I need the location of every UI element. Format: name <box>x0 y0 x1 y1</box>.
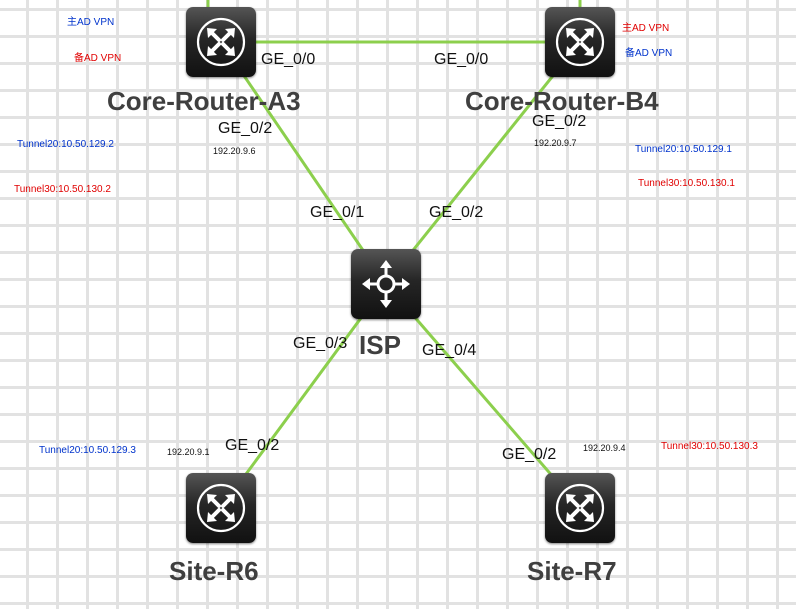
link-isp-r6 <box>219 283 388 509</box>
link-b4-isp <box>384 41 582 285</box>
note-a3-backup-vpn: 备AD VPN <box>74 53 122 64</box>
core-router-b4-label: Core-Router-B4 <box>465 86 659 116</box>
port-label-b4-ge00: GE_0/0 <box>434 51 489 68</box>
link-a3-isp <box>219 41 388 285</box>
site-r7[interactable] <box>545 473 615 543</box>
site-r6-label: Site-R6 <box>169 556 259 586</box>
router-icon <box>196 17 246 67</box>
port-label-r7-ge02: GE_0/2 <box>502 446 557 463</box>
router-icon <box>555 17 605 67</box>
ip-label-r7: 192.20.9.4 <box>583 443 626 453</box>
port-label-isp-ge01: GE_0/1 <box>310 204 365 221</box>
ip-label-b4: 192.20.9.7 <box>534 138 577 148</box>
switch-icon <box>362 260 410 308</box>
router-icon <box>555 483 605 533</box>
note-r6-tunnel20: Tunnel20:10.50.129.3 <box>39 445 136 456</box>
note-b4-backup-vpn: 备AD VPN <box>625 48 673 59</box>
site-r6[interactable] <box>186 473 256 543</box>
note-a3-tunnel20: Tunnel20:10.50.129.2 <box>17 139 114 150</box>
link-isp-r7 <box>384 283 582 509</box>
router-icon <box>196 483 246 533</box>
isp-switch[interactable] <box>351 249 421 319</box>
ip-label-r6: 192.20.9.1 <box>167 447 210 457</box>
site-r7-label: Site-R7 <box>527 556 617 586</box>
port-label-a3-ge00: GE_0/0 <box>261 51 316 68</box>
ip-label-a3: 192.20.9.6 <box>213 146 256 156</box>
port-label-isp-ge04: GE_0/4 <box>422 342 477 359</box>
note-a3-primary-vpn: 主AD VPN <box>67 17 115 28</box>
core-router-a3-label: Core-Router-A3 <box>107 86 301 116</box>
note-b4-primary-vpn: 主AD VPN <box>622 23 670 34</box>
port-label-r6-ge02: GE_0/2 <box>225 437 280 454</box>
note-r7-tunnel30: Tunnel30:10.50.130.3 <box>661 441 758 452</box>
isp-label: ISP <box>359 330 401 360</box>
core-router-b4[interactable] <box>545 7 615 77</box>
note-b4-tunnel30: Tunnel30:10.50.130.1 <box>638 178 735 189</box>
port-label-a3-ge02: GE_0/2 <box>218 120 273 137</box>
note-b4-tunnel20: Tunnel20:10.50.129.1 <box>635 144 732 155</box>
core-router-a3[interactable] <box>186 7 256 77</box>
port-label-b4-ge02: GE_0/2 <box>532 113 587 130</box>
port-label-isp-ge02: GE_0/2 <box>429 204 484 221</box>
port-label-isp-ge03: GE_0/3 <box>293 335 348 352</box>
note-a3-tunnel30: Tunnel30:10.50.130.2 <box>14 184 111 195</box>
